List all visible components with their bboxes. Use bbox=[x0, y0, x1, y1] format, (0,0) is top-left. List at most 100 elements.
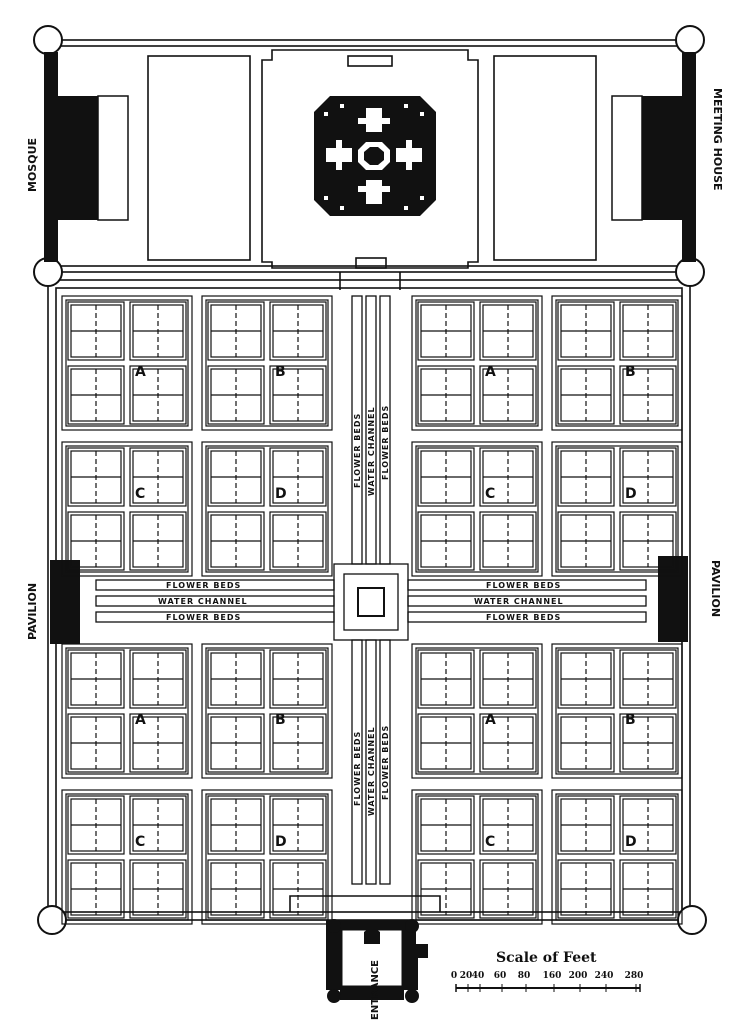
flower-bed bbox=[619, 511, 677, 571]
flower-bed bbox=[67, 365, 125, 425]
scale-tick-label: 280 bbox=[625, 971, 644, 981]
garden-plot bbox=[201, 441, 333, 577]
flower-bed bbox=[619, 713, 677, 773]
scale-tick-label: 20 bbox=[460, 971, 473, 981]
water-channel-label-top: WATER CHANNEL bbox=[367, 406, 376, 496]
flower-bed bbox=[67, 713, 125, 773]
flower-bed bbox=[207, 713, 265, 773]
flower-bed bbox=[67, 447, 125, 507]
flower-beds-label-bottom-left: FLOWER BEDS bbox=[353, 731, 362, 806]
flower-bed bbox=[417, 713, 475, 773]
flower-bed bbox=[207, 795, 265, 855]
flower-bed bbox=[417, 795, 475, 855]
scale-tick-label: 200 bbox=[569, 971, 588, 981]
plot-letter: D bbox=[625, 486, 637, 502]
causeway bbox=[339, 272, 401, 290]
garden-plot-border bbox=[415, 793, 539, 921]
flower-bed bbox=[619, 365, 677, 425]
flower-bed bbox=[479, 365, 537, 425]
garden-plot-border bbox=[205, 445, 329, 573]
scale-title: Scale of Feet bbox=[496, 950, 597, 966]
terrace-lawn-right bbox=[493, 55, 597, 261]
garden-plot-border bbox=[65, 299, 189, 427]
corner-tower bbox=[33, 25, 63, 55]
flower-bed bbox=[129, 795, 187, 855]
flower-bed bbox=[557, 859, 615, 919]
plot-letter: C bbox=[485, 834, 495, 850]
flower-beds-label-right-bottom: FLOWER BEDS bbox=[486, 613, 561, 622]
flower-beds-label-left-top: FLOWER BEDS bbox=[166, 581, 241, 590]
flower-bed bbox=[269, 713, 327, 773]
garden-plot-border bbox=[65, 445, 189, 573]
tomb-platform bbox=[261, 49, 479, 269]
garden-plot bbox=[61, 441, 193, 577]
water-channel-label-left: WATER CHANNEL bbox=[158, 597, 248, 606]
garden-plot bbox=[411, 643, 543, 779]
mosque-wall bbox=[44, 52, 58, 262]
plot-letter: A bbox=[485, 712, 496, 728]
flower-bed bbox=[619, 649, 677, 709]
garden-plot bbox=[411, 789, 543, 925]
meeting-house-label: MEETING HOUSE bbox=[711, 88, 724, 191]
plot-letter: C bbox=[135, 834, 145, 850]
flower-bed bbox=[619, 859, 677, 919]
flower-bed bbox=[557, 795, 615, 855]
flower-bed bbox=[207, 859, 265, 919]
flower-beds-label-left-bottom: FLOWER BEDS bbox=[166, 613, 241, 622]
garden-plot-border bbox=[415, 445, 539, 573]
platform-step-top bbox=[347, 55, 393, 67]
flower-bed bbox=[479, 301, 537, 361]
flower-bed bbox=[479, 649, 537, 709]
flower-bed bbox=[479, 713, 537, 773]
flower-bed bbox=[417, 447, 475, 507]
garden-plot bbox=[411, 441, 543, 577]
plot-letter: D bbox=[275, 486, 287, 502]
meeting-house-wall bbox=[682, 52, 696, 262]
garden-plot-border bbox=[205, 793, 329, 921]
flower-bed bbox=[479, 511, 537, 571]
flower-beds-label-top-left: FLOWER BEDS bbox=[353, 413, 362, 488]
garden-plot-border bbox=[555, 445, 679, 573]
central-tank-inner bbox=[357, 587, 385, 617]
garden-inner-wall bbox=[55, 287, 683, 913]
scale-tick-label: 0 bbox=[451, 971, 457, 981]
flower-bed bbox=[619, 301, 677, 361]
flower-bed bbox=[207, 649, 265, 709]
corner-tower bbox=[675, 257, 705, 287]
garden-plot bbox=[551, 441, 683, 577]
mosque-building bbox=[58, 96, 98, 220]
central-tank-outer bbox=[333, 563, 409, 641]
meeting-house-court bbox=[611, 95, 643, 221]
garden-plot bbox=[61, 789, 193, 925]
flower-bed bbox=[67, 511, 125, 571]
flower-bed bbox=[479, 859, 537, 919]
flower-bed bbox=[557, 511, 615, 571]
scale-tick-label: 80 bbox=[518, 971, 531, 981]
garden-plot bbox=[201, 295, 333, 431]
flower-bed bbox=[67, 795, 125, 855]
garden-plot-border bbox=[415, 647, 539, 775]
meeting-house-building bbox=[642, 96, 682, 220]
garden-plot bbox=[201, 789, 333, 925]
flower-beds-label-top-right: FLOWER BEDS bbox=[381, 405, 390, 480]
garden-plot bbox=[61, 643, 193, 779]
garden-plot-border bbox=[65, 793, 189, 921]
flower-bed bbox=[129, 859, 187, 919]
garden-plot-border bbox=[555, 299, 679, 427]
flower-bed bbox=[207, 447, 265, 507]
garden-plot-border bbox=[415, 299, 539, 427]
flower-bed bbox=[417, 649, 475, 709]
platform-step-bottom bbox=[355, 257, 387, 269]
corner-tower bbox=[675, 25, 705, 55]
pavilion-right-label: PAVILION bbox=[709, 560, 722, 617]
plot-letter: B bbox=[625, 364, 636, 380]
terrace-lawn-left bbox=[147, 55, 251, 261]
flower-bed bbox=[479, 447, 537, 507]
flower-bed bbox=[129, 301, 187, 361]
garden-plot-border bbox=[555, 793, 679, 921]
water-channel-label-right: WATER CHANNEL bbox=[474, 597, 564, 606]
flower-beds-label-right-top: FLOWER BEDS bbox=[486, 581, 561, 590]
garden-plot-border bbox=[555, 647, 679, 775]
